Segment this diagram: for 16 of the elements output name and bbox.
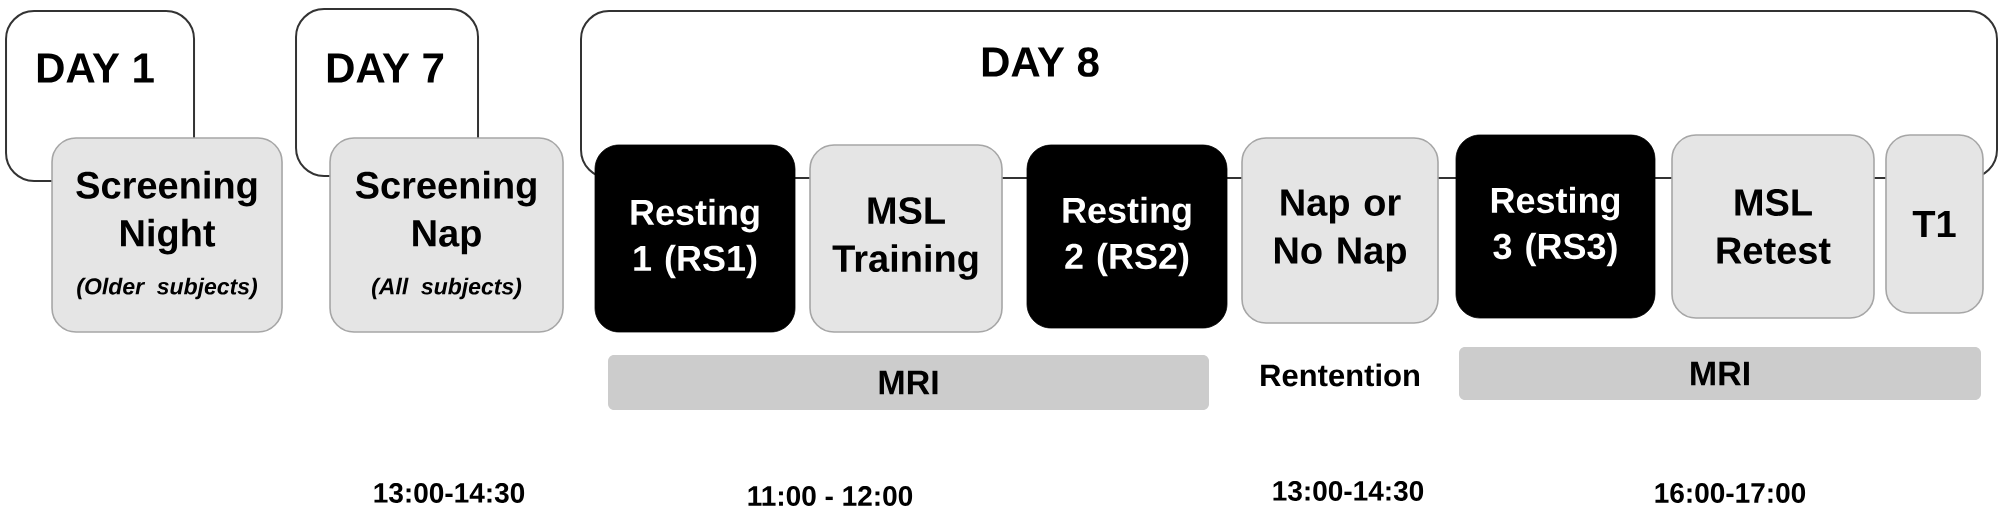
session-box: T1 xyxy=(1885,134,1984,314)
time-label: 16:00-17:00 xyxy=(1655,483,1806,503)
session-box: MSL Retest xyxy=(1671,134,1875,319)
scanner-bar: MRI xyxy=(608,355,1209,410)
time-label: 13:00-14:30 xyxy=(1273,481,1424,501)
session-box: Screening Night (Older subjects) xyxy=(51,137,283,333)
session-box: Screening Nap (All subjects) xyxy=(329,137,564,333)
session-box: Resting 2 (RS2) xyxy=(1026,144,1228,329)
session-box: Resting 3 (RS3) xyxy=(1455,134,1656,319)
time-label: 13:00-14:30 xyxy=(374,483,525,503)
scanner-bar: MRI xyxy=(1459,347,1981,400)
session-box: Resting 1 (RS1) xyxy=(594,144,796,333)
session-box: MSL Training xyxy=(809,144,1003,333)
session-box: Nap or No Nap xyxy=(1241,137,1439,324)
phase-label: Rentention xyxy=(1261,363,1419,387)
time-label: 11:00 - 12:00 xyxy=(748,486,913,506)
